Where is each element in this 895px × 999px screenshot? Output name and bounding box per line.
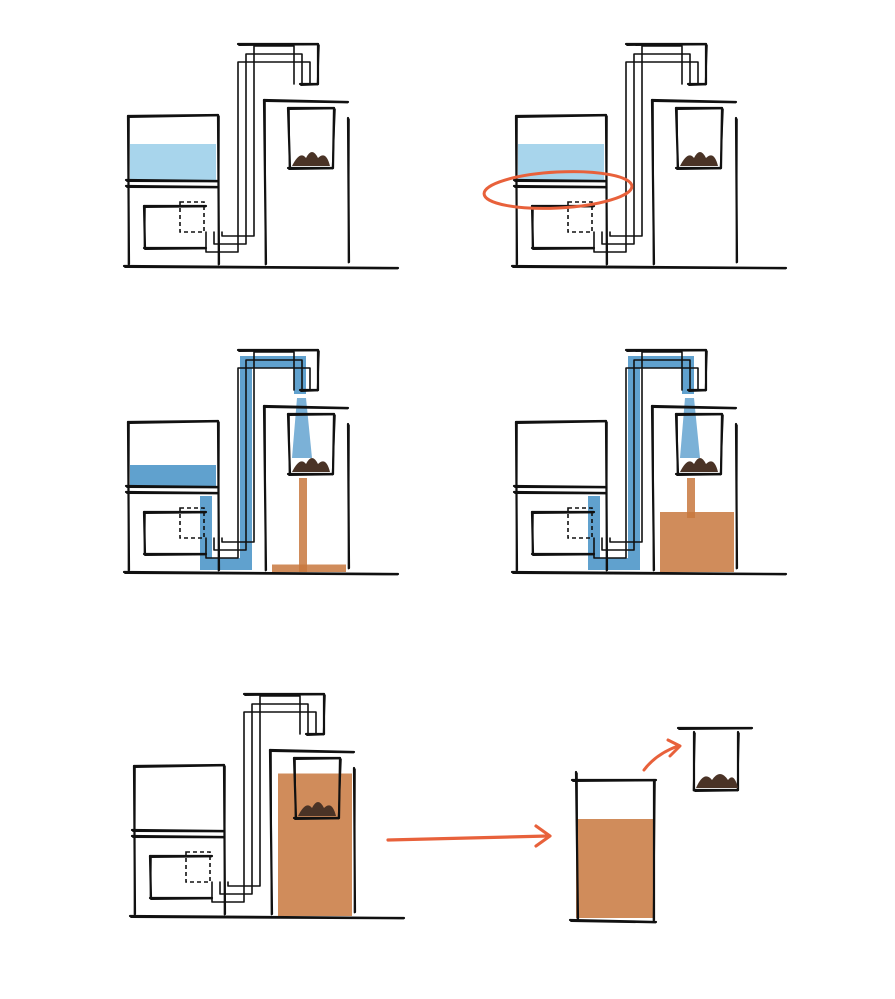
coffee-grounds <box>680 152 718 166</box>
heater-highlight-ellipse <box>482 170 634 210</box>
tube-outline <box>205 367 311 559</box>
tube-outline <box>227 695 301 887</box>
heater-element <box>567 201 593 233</box>
tube-outline <box>213 53 303 245</box>
tube-water <box>200 356 306 570</box>
tube-outline <box>601 53 691 245</box>
heater-element <box>179 507 205 539</box>
heater-element <box>179 201 205 233</box>
tube-outline <box>221 351 295 543</box>
coffee-grounds <box>298 802 336 816</box>
coffee-grounds <box>292 458 330 472</box>
tube-outline <box>593 61 699 253</box>
tube-outline <box>219 703 309 895</box>
carafe-coffee <box>660 512 734 572</box>
coffee-drip <box>299 478 307 572</box>
coffee-maker-panel-1 <box>122 42 400 270</box>
tube-outline <box>221 45 295 237</box>
curved-arrow-icon-head <box>666 738 682 758</box>
coffee-maker-panel-4 <box>510 348 788 576</box>
curved-arrow-icon <box>642 744 680 772</box>
arrow-right-icon-head <box>534 824 552 848</box>
coffee-maker-panel-6 <box>568 726 754 924</box>
tube-outline <box>609 45 683 237</box>
tube-outline <box>601 359 691 551</box>
coffee-maker-panel-5 <box>128 692 406 920</box>
tube-outline <box>211 711 317 903</box>
coffee-grounds <box>680 458 718 472</box>
carafe-coffee <box>272 564 346 572</box>
coffee-grounds <box>696 774 738 788</box>
reservoir-water <box>130 144 216 180</box>
coffee-maker-panel-2 <box>482 42 788 270</box>
heater-element <box>567 507 593 539</box>
tube-outline <box>593 367 699 559</box>
tube-outline <box>609 351 683 543</box>
coffee-grounds <box>292 152 330 166</box>
carafe-coffee <box>278 773 352 916</box>
tube-outline <box>205 61 311 253</box>
tube-outline <box>213 359 303 551</box>
coffee-maker-panel-3 <box>122 348 400 576</box>
coffee-drip <box>687 478 695 518</box>
carafe-coffee <box>576 819 654 918</box>
arrow-right-icon <box>386 834 550 842</box>
reservoir-water <box>130 465 216 486</box>
heater-element <box>185 851 211 883</box>
